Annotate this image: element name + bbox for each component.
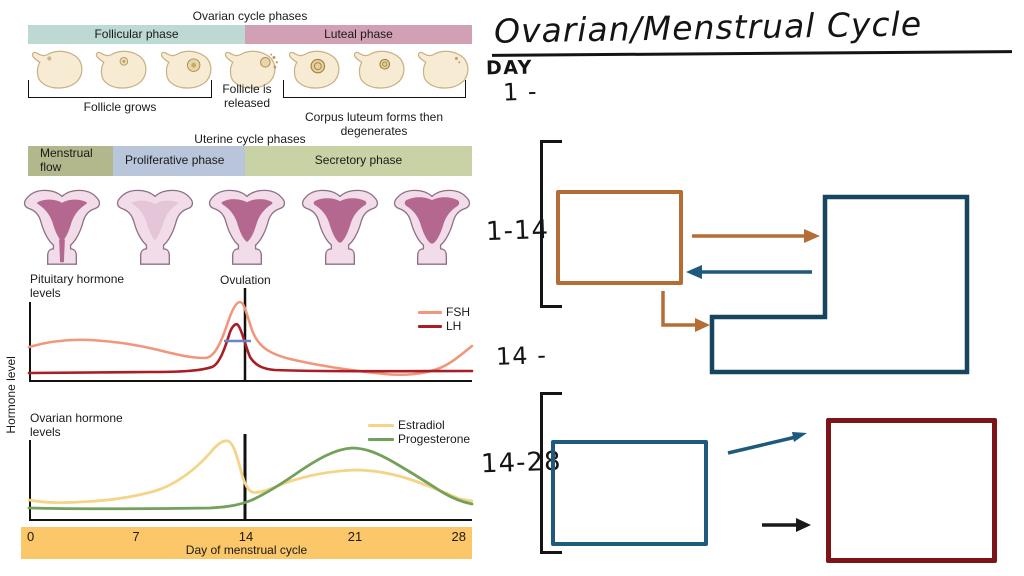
ovary-illustration-growing-follicle (92, 46, 150, 92)
fsh-legend-swatch (418, 310, 442, 314)
bracket-1-14 (540, 140, 562, 308)
bracket-14-28 (540, 392, 562, 554)
notes-box-1-14-orange (556, 190, 683, 285)
ovary-illustration-corpus-luteum (285, 46, 343, 92)
day-tick-0: 0 (27, 529, 35, 544)
lh-legend-swatch (418, 324, 442, 328)
proliferative-phase-segment: Proliferative phase (113, 146, 245, 176)
follicle-released-label: Follicle is released (222, 82, 272, 110)
notes-lshape-teal-box (709, 194, 970, 375)
notes-box-14-28-blue (551, 440, 708, 546)
follicular-phase-segment: Follicular phase (28, 25, 245, 44)
ovulation-label: Ovulation (220, 273, 271, 287)
estradiol-legend-item: Estradiol (368, 418, 445, 432)
estradiol-legend-label: Estradiol (398, 418, 445, 432)
orange-elbow-arrow (661, 291, 710, 332)
blue-slant-arrow (727, 432, 807, 455)
ovary-illustration-early-follicle (28, 46, 86, 92)
uterus-illustration-secretory (297, 182, 383, 268)
pituitary-chart-label: Pituitary hormone levels (30, 272, 125, 300)
secretory-phase-segment: Secretory phase (245, 146, 472, 176)
orange-right-arrow (692, 229, 820, 243)
ovarian-phase-bar: Follicular phase Luteal phase (28, 25, 472, 44)
fsh-legend-label: FSH (446, 305, 470, 319)
black-right-arrow (762, 518, 811, 532)
ovarian-cycle-title: Ovarian cycle phases (192, 9, 308, 23)
uterus-illustration-menstrual (19, 182, 105, 268)
day-tick-28: 28 (451, 529, 466, 544)
ovarian-chart-label: Ovarian hormone levels (30, 411, 123, 439)
pituitary-chart-svg (27, 288, 474, 382)
day-tick-21: 21 (347, 529, 363, 544)
day-axis-bar: 0 7 14 21 28 Day of menstrual cycle (21, 527, 472, 559)
estradiol-legend-swatch (368, 423, 394, 427)
ovary-illustration-follicle-released (221, 46, 279, 92)
ovary-illustrations-row (28, 46, 472, 92)
corpus-luteum-bracket (283, 80, 466, 98)
menstrual-flow-segment: Menstrual flow (28, 146, 113, 176)
progesterone-legend-item: Progesterone (368, 432, 470, 446)
progesterone-legend-label: Progesterone (398, 432, 471, 446)
ovarian-chart-svg (27, 434, 474, 521)
day-axis-label: Day of menstrual cycle (185, 543, 308, 557)
lh-legend-item: LH (418, 319, 461, 333)
uterus-illustrations-row (19, 180, 475, 268)
uterus-illustration-late-proliferative (204, 182, 290, 268)
uterine-cycle-title: Uterine cycle phases (194, 132, 306, 146)
fsh-legend-item: FSH (418, 305, 470, 319)
day-tick-14: 14 (238, 529, 254, 544)
follicle-grows-label: Follicle grows (83, 100, 157, 114)
lh-legend-label: LH (446, 319, 462, 333)
luteal-phase-segment: Luteal phase (245, 25, 472, 44)
uterus-illustration-late-secretory (389, 182, 475, 268)
day-tick-7: 7 (132, 529, 140, 544)
ovary-illustration-corpus-luteum-shrinking (350, 46, 408, 92)
uterus-illustration-early-proliferative (112, 182, 198, 268)
follicle-grows-bracket (28, 80, 212, 98)
uterine-phase-bar: Menstrual flow Proliferative phase Secre… (28, 146, 472, 176)
notes-box-14-28-red (826, 418, 997, 563)
blue-left-arrow (686, 265, 812, 279)
corpus-luteum-label: Corpus luteum forms then degenerates (304, 110, 444, 138)
ovary-illustration-mature-follicle (157, 46, 215, 92)
ovary-illustration-corpus-degenerated (414, 46, 472, 92)
progesterone-legend-swatch (368, 437, 394, 441)
